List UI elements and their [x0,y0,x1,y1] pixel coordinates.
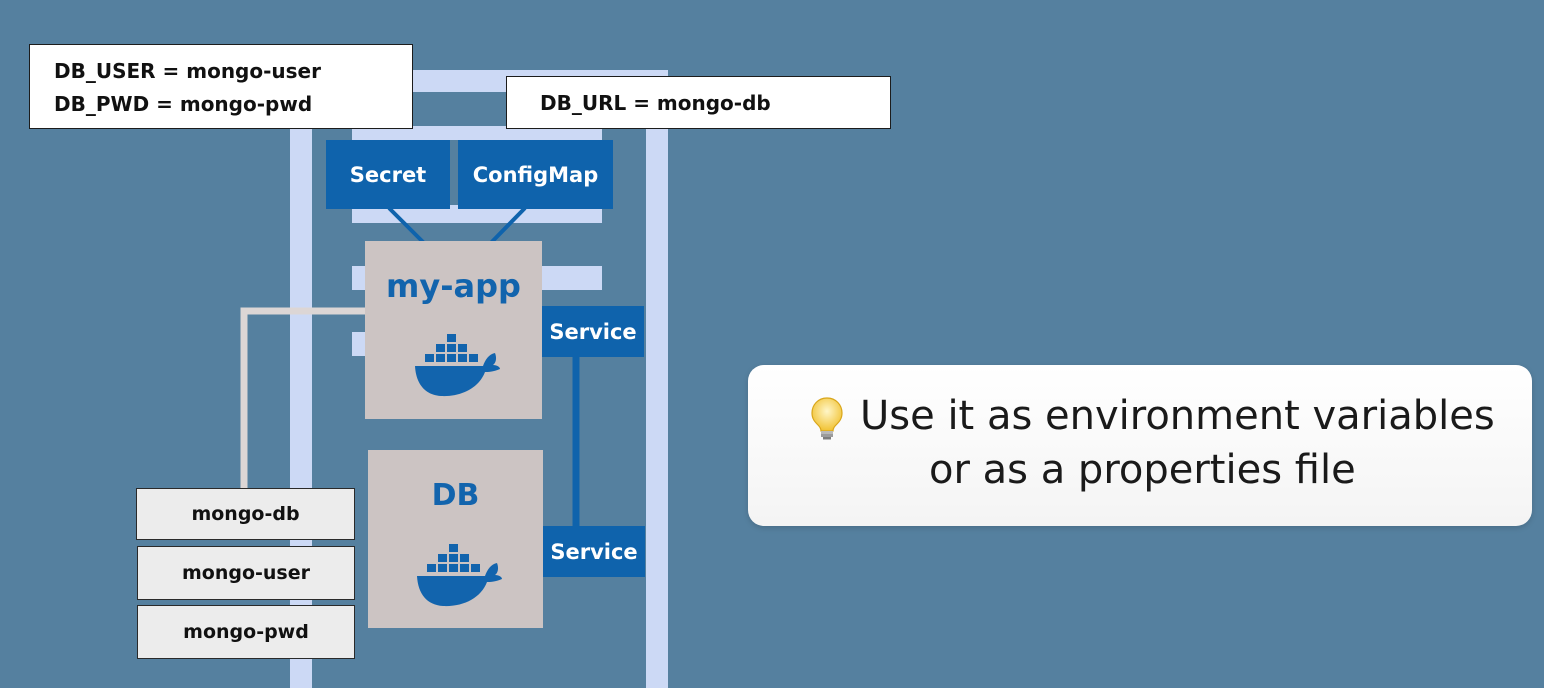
configmap-env-box: DB_URL = mongo-db [506,76,891,129]
configmap-label: ConfigMap [458,140,613,209]
app-service-label: Service [542,306,644,357]
node-frame-right-rail [646,70,668,688]
app-pod: my-app [365,241,542,419]
node-frame-bar [352,205,602,223]
value-box-db-user: mongo-user [137,546,355,600]
db-service-label: Service [543,526,645,577]
callout-line-2: or as a properties file [929,447,1356,493]
app-pod-title: my-app [386,267,521,305]
configmap-env-line-url: DB_URL = mongo-db [540,91,771,115]
secret-label: Secret [326,140,450,209]
secret-env-line-pwd: DB_PWD = mongo-pwd [54,92,313,116]
node-frame-bar [352,126,602,140]
secret-env-box: DB_USER = mongo-user DB_PWD = mongo-pwd [29,44,413,129]
lightbulb-icon [811,397,843,440]
value-box-db-url: mongo-db [136,488,355,540]
values-to-app-connector [240,307,366,488]
db-pod: DB [368,450,543,628]
db-pod-title: DB [431,478,480,513]
docker-whale-icon [417,544,502,607]
tip-callout: Use it as environment variables or as a … [748,365,1532,526]
docker-whale-icon [415,334,500,397]
value-box-db-pwd: mongo-pwd [137,605,355,659]
callout-line-1: Use it as environment variables [860,393,1495,439]
secret-env-line-user: DB_USER = mongo-user [54,59,321,83]
